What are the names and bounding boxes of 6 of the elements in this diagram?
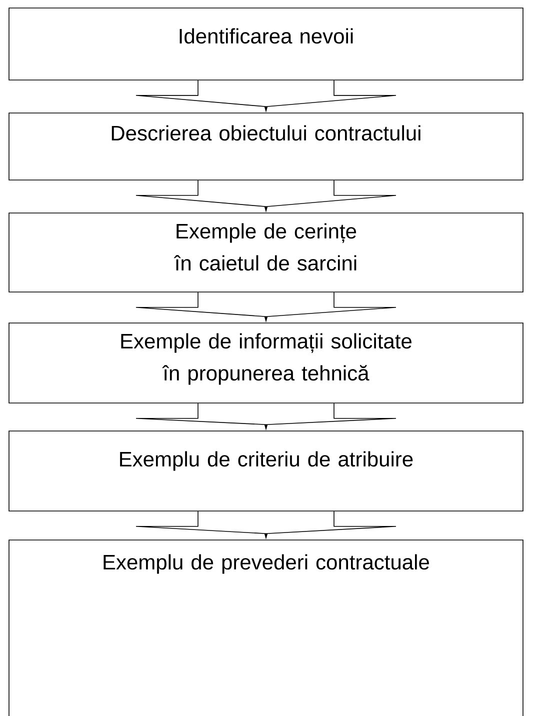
process-box: Identificarea nevoii — [8, 8, 524, 80]
process-box: Exemple de informații solicitate în propunerea tehnică — [8, 322, 524, 404]
process-box: Exemple de cerințe în caietul de sarcini — [8, 212, 524, 292]
process-box: Descrierea obiectului contractului — [8, 112, 524, 180]
process-box: Exemplu de criteriu de atribuire — [8, 430, 524, 512]
process-box: Exemplu de prevederi contractuale — [8, 540, 524, 716]
